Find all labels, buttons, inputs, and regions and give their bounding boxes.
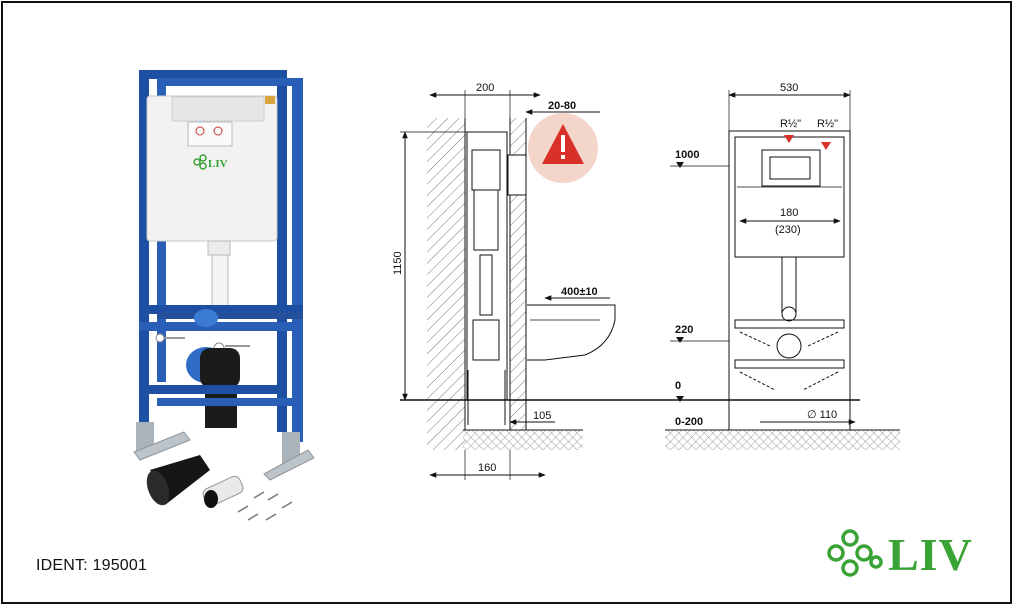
inlet-left-label: R½" xyxy=(780,118,801,130)
dim-400: 400±10 xyxy=(561,286,598,298)
liv-logo-icon xyxy=(827,529,883,577)
product-logo-text: LIV xyxy=(208,158,228,170)
ident-label: IDENT: 195001 xyxy=(36,557,148,574)
dim-105: 105 xyxy=(533,410,551,422)
level-0-200: 0-200 xyxy=(675,416,703,428)
level-0: 0 xyxy=(675,380,681,392)
dim-180: 180 xyxy=(780,207,798,219)
level-220: 220 xyxy=(675,324,693,336)
front-view-drawing: R½" R½" 530 1000 180 (230) 220 0 0-200 ∅… xyxy=(665,82,900,450)
product-illustration: LIV xyxy=(133,70,315,521)
dim-20-80: 20-80 xyxy=(548,100,576,112)
dim-160: 160 xyxy=(478,462,496,474)
dim-230: (230) xyxy=(775,224,801,236)
dim-530: 530 xyxy=(780,82,798,94)
warning-icon xyxy=(528,113,598,183)
side-view-drawing: 200 20-80 1150 400±10 105 160 xyxy=(392,82,860,480)
dim-200: 200 xyxy=(476,82,494,94)
inlet-right-label: R½" xyxy=(817,118,838,130)
product-logo: LIV xyxy=(193,154,228,170)
dim-pipe: ∅ 110 xyxy=(807,409,837,421)
brand-logo-text: LIV xyxy=(888,529,973,580)
level-1000: 1000 xyxy=(675,149,699,161)
dim-1150: 1150 xyxy=(392,251,404,275)
